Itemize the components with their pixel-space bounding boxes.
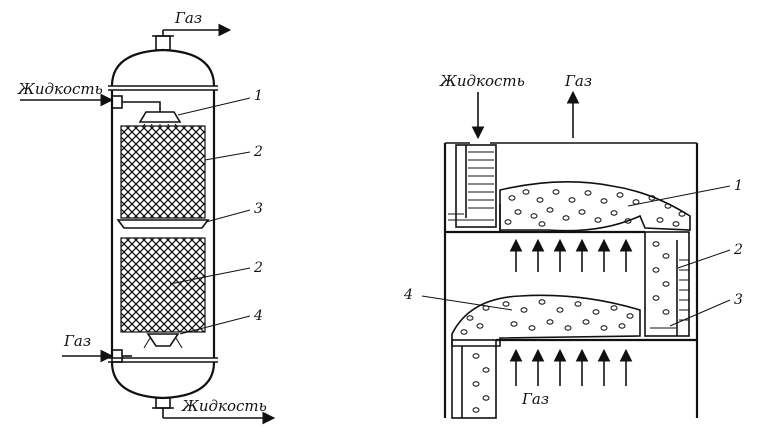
upper-gas-arrows xyxy=(509,238,633,272)
right-downcomer xyxy=(644,231,690,337)
lower-bubbles xyxy=(460,299,634,335)
callout-2-right: 2 xyxy=(733,242,743,258)
tray-section: Жидкость Газ xyxy=(403,72,743,419)
support-grid xyxy=(146,333,180,347)
redistributor-plate xyxy=(116,219,210,229)
upper-bubbles xyxy=(504,189,686,227)
liquid-outlet-label: Жидкость xyxy=(181,397,267,415)
liquid-inlet-nozzle xyxy=(111,95,123,109)
bottom-head xyxy=(110,361,216,400)
right-downcomer-bubbles xyxy=(652,241,670,315)
tray-gas-inlet-label: Газ xyxy=(521,390,549,408)
tray-gas-outlet-label: Газ xyxy=(564,72,592,90)
lower-downcomer xyxy=(451,339,497,419)
callout-2-left-lower: 2 xyxy=(253,260,263,276)
gas-outlet-label: Газ xyxy=(174,9,202,27)
gas-inlet-label: Газ xyxy=(63,332,91,350)
packing-bed-lower xyxy=(120,237,206,333)
callout-4-left: 4 xyxy=(253,308,263,324)
callout-4-right: 4 xyxy=(403,287,413,303)
callout-1-right: 1 xyxy=(734,178,743,194)
gas-outlet-nozzle xyxy=(155,35,171,51)
right-downcomer-liquid xyxy=(650,259,689,329)
callout-1-left: 1 xyxy=(254,88,263,104)
lower-froth-layer xyxy=(451,294,641,347)
callout-3-right: 3 xyxy=(734,292,743,308)
lower-gas-arrows xyxy=(509,348,633,386)
upper-downcomer-liquid xyxy=(448,151,494,221)
liquid-outlet-nozzle xyxy=(155,397,171,409)
callout-2-left-upper: 2 xyxy=(253,144,263,160)
top-head xyxy=(110,48,216,87)
packed-column: Газ Жидкость 1 2 3 2 xyxy=(17,9,276,425)
gas-inlet-nozzle xyxy=(111,349,123,363)
tray-liquid-inlet-label: Жидкость xyxy=(439,72,525,90)
upper-froth-layer xyxy=(499,181,691,232)
callout-3-left: 3 xyxy=(254,201,263,217)
upper-downcomer xyxy=(455,144,497,228)
liquid-distributor xyxy=(138,111,182,123)
liquid-inlet-label: Жидкость xyxy=(17,80,103,98)
packing-bed-upper xyxy=(120,125,206,219)
